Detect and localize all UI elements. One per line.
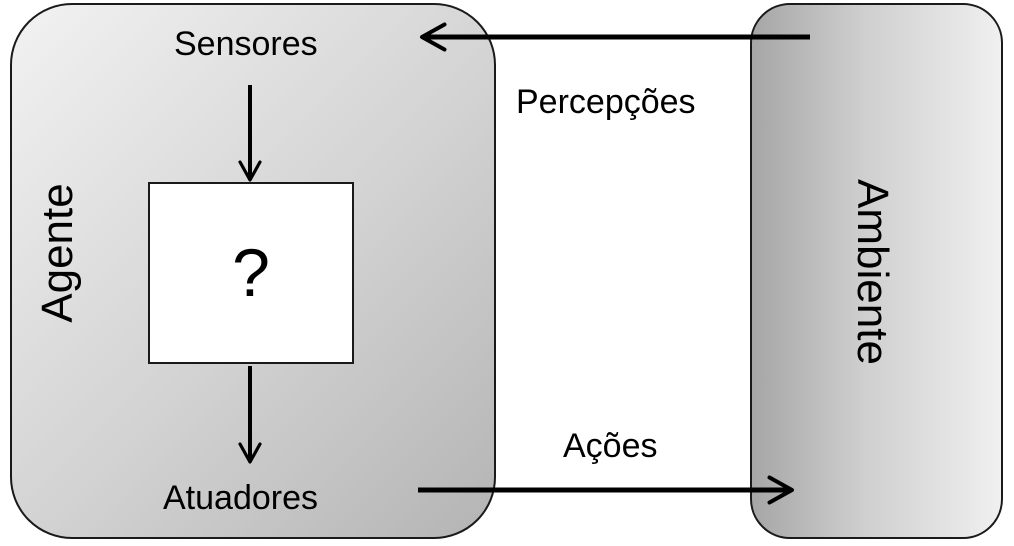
environment-title: Ambiente: [848, 179, 897, 365]
actions-label: Ações: [563, 427, 658, 465]
actuators-label: Atuadores: [163, 479, 318, 517]
sensors-label: Sensores: [174, 25, 318, 63]
decision-symbol: ?: [232, 235, 270, 311]
environment-container: [750, 3, 1003, 539]
perceptions-label: Percepções: [516, 83, 696, 121]
decision-box: [148, 182, 354, 364]
agent-title: Agente: [33, 183, 82, 323]
